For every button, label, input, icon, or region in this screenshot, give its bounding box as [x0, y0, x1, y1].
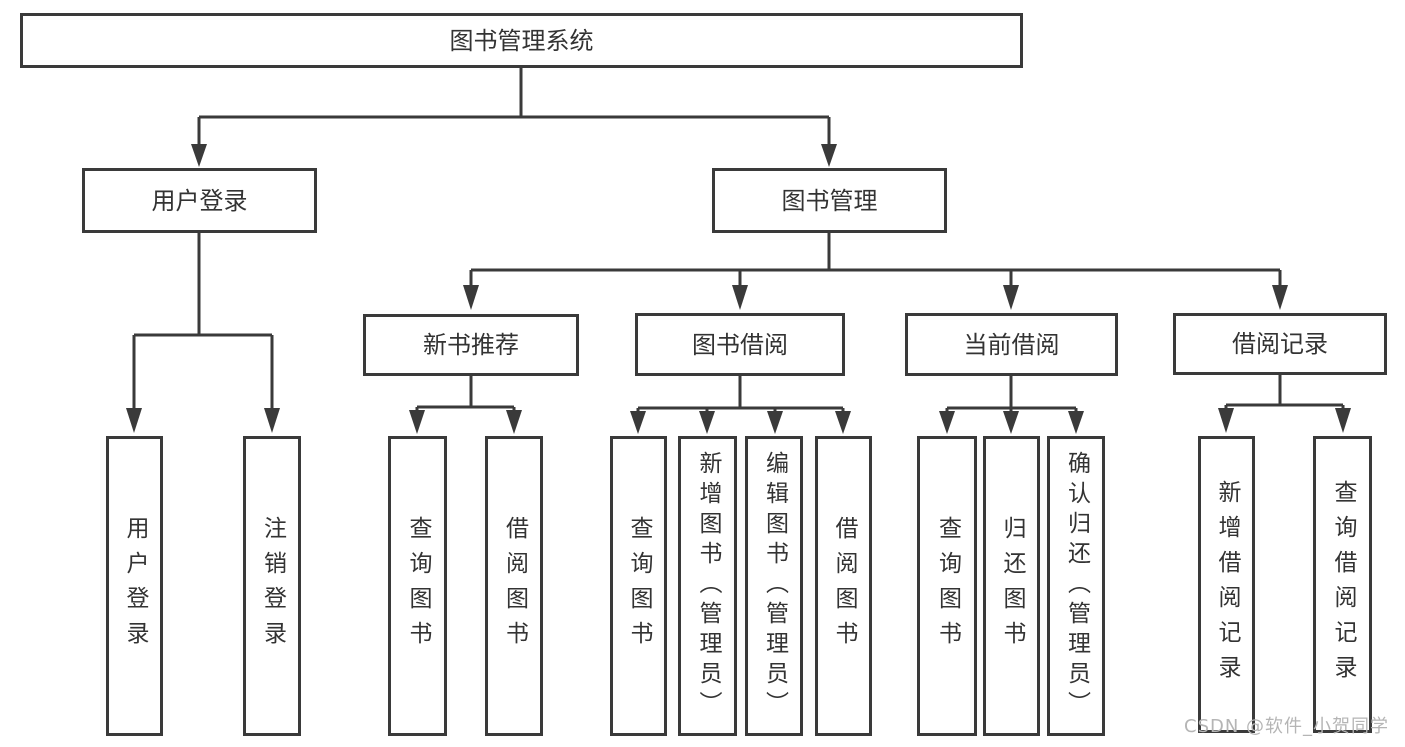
node-borrow-records: 借阅记录 [1173, 313, 1387, 375]
leaf-add-books-admin: 新增图书（管理员） [678, 436, 737, 736]
connector-borrow-records-group [1224, 375, 1345, 409]
arrowheads-current-borrow-group [939, 411, 1084, 434]
connector-root-to-level2 [197, 68, 831, 146]
leaf-user-login: 用户登录 [106, 436, 163, 736]
node-new-books: 新书推荐 [363, 314, 579, 376]
connector-current-borrow-group [945, 376, 1078, 412]
connector-user-login-group [132, 232, 274, 410]
leaf-add-borrow-record: 新增借阅记录 [1198, 436, 1255, 733]
connector-book-mgmt-to-level3 [469, 232, 1282, 287]
leaf-return-books: 归还图书 [983, 436, 1040, 736]
arrowheads-new-books-group [409, 410, 522, 434]
leaf-edit-books-admin: 编辑图书（管理员） [745, 436, 803, 736]
leaf-query-books-3: 查询图书 [917, 436, 977, 736]
csdn-watermark: CSDN @软件_小贺同学 [1184, 716, 1390, 737]
node-user-login: 用户登录 [82, 168, 317, 233]
arrowheads-level3 [463, 285, 1288, 310]
leaf-borrow-books-2: 借阅图书 [815, 436, 872, 736]
leaf-confirm-return-admin: 确认归还（管理员） [1047, 436, 1105, 736]
arrowheads-level2 [191, 144, 837, 167]
leaf-borrow-books-1: 借阅图书 [485, 436, 543, 736]
leaf-logout: 注销登录 [243, 436, 301, 736]
connector-new-books-group [415, 376, 516, 411]
arrowheads-borrow-records-group [1218, 408, 1351, 433]
node-root: 图书管理系统 [20, 13, 1023, 68]
connector-book-borrow-group [636, 376, 845, 412]
node-current-borrow: 当前借阅 [905, 313, 1118, 376]
arrowheads-user-login-group [126, 408, 280, 433]
leaf-query-books-2: 查询图书 [610, 436, 667, 736]
leaf-query-borrow-record: 查询借阅记录 [1313, 436, 1372, 733]
node-book-borrow: 图书借阅 [635, 313, 845, 376]
arrowheads-book-borrow-group [630, 411, 851, 434]
node-book-mgmt: 图书管理 [712, 168, 947, 233]
leaf-query-books-1: 查询图书 [388, 436, 447, 736]
